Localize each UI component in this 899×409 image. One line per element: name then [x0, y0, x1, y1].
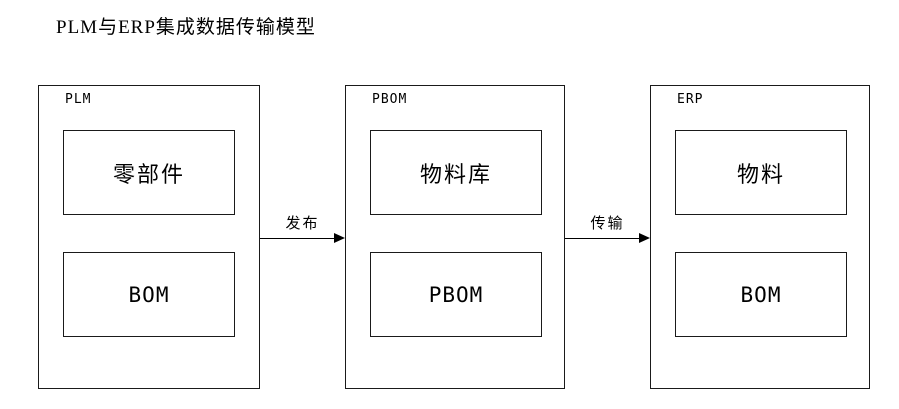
arrow-transmit-label: 传输 — [590, 216, 625, 232]
group-erp-label: ERP — [677, 92, 704, 107]
box-parts: 零部件 — [63, 130, 235, 215]
diagram-title: PLM与ERP集成数据传输模型 — [56, 17, 316, 38]
arrow-right-icon — [639, 233, 650, 243]
box-erp-bom: BOM — [675, 252, 847, 337]
group-erp: ERP 物料 BOM — [650, 85, 870, 389]
arrow-publish-label: 发布 — [285, 216, 320, 232]
arrow-right-icon — [334, 233, 345, 243]
arrow-publish-line — [260, 238, 336, 239]
group-plm: PLM 零部件 BOM — [38, 85, 260, 389]
arrow-transmit-line — [565, 238, 641, 239]
box-plm-bom: BOM — [63, 252, 235, 337]
box-material-library: 物料库 — [370, 130, 542, 215]
group-pbom-label: PBOM — [372, 92, 408, 107]
group-plm-label: PLM — [65, 92, 92, 107]
arrow-publish: 发布 — [260, 212, 345, 248]
box-material: 物料 — [675, 130, 847, 215]
box-pbom: PBOM — [370, 252, 542, 337]
group-pbom: PBOM 物料库 PBOM — [345, 85, 565, 389]
arrow-transmit: 传输 — [565, 212, 650, 248]
